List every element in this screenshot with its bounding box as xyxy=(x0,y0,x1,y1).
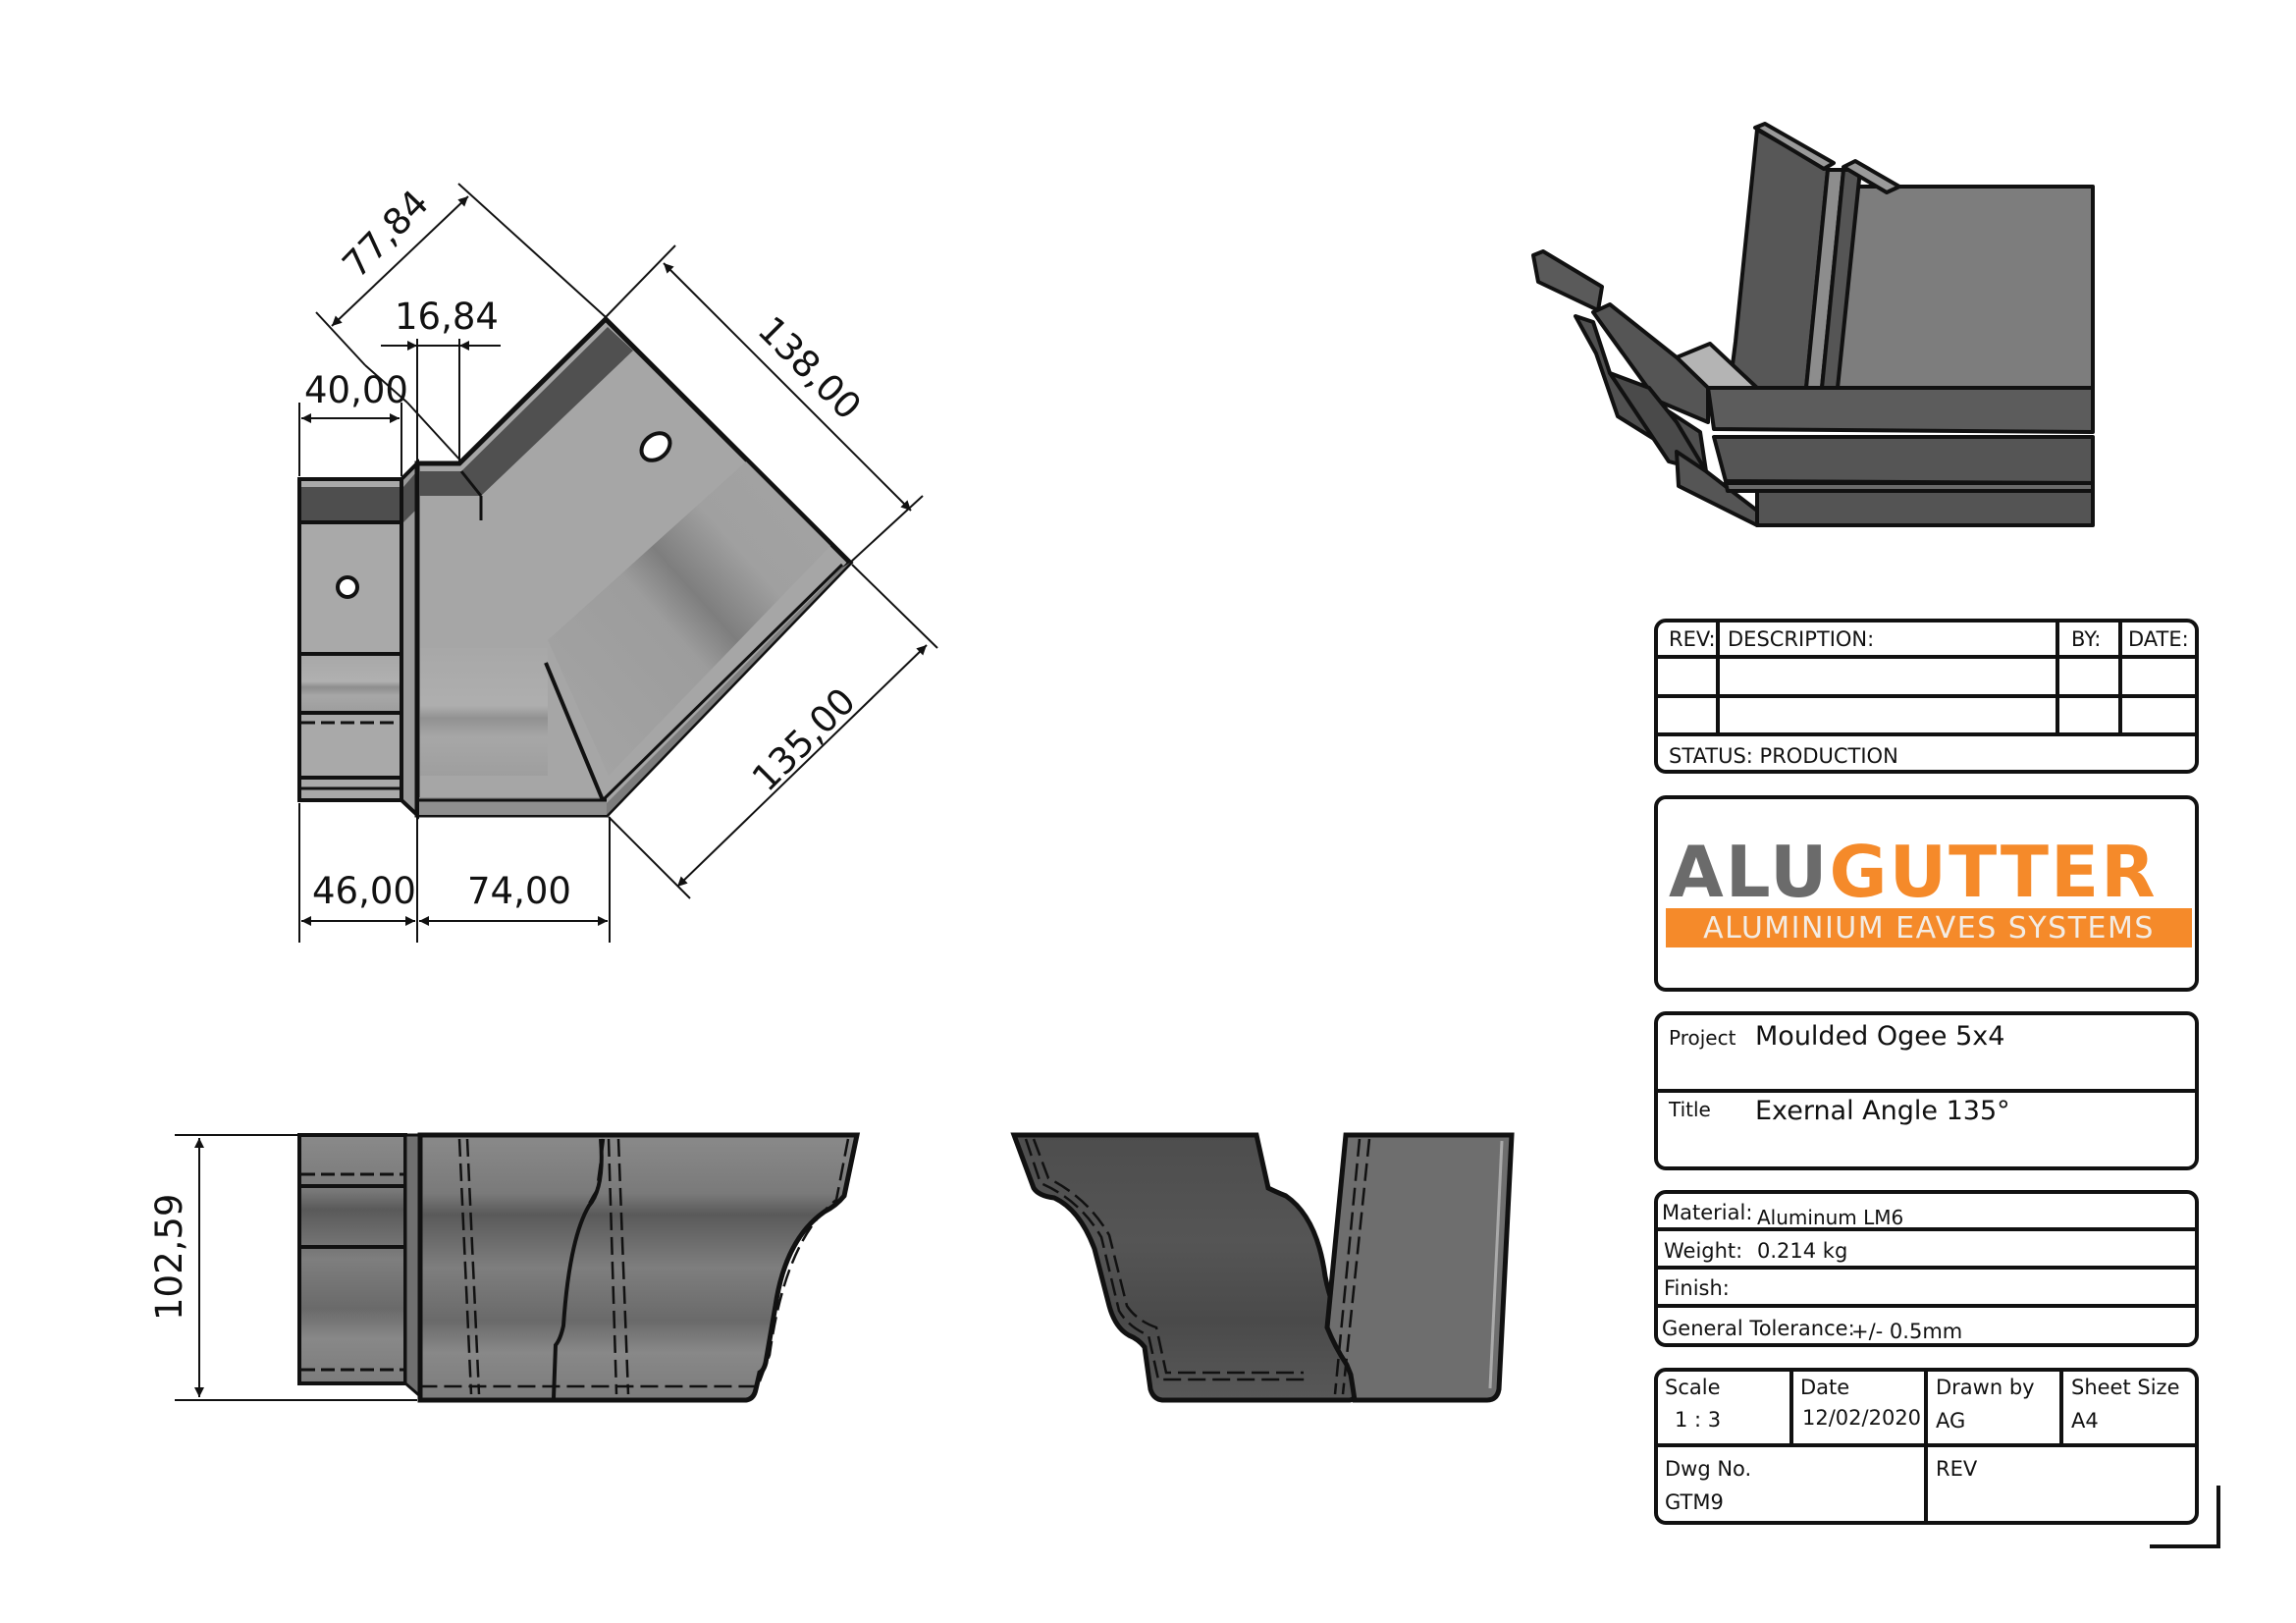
front-body xyxy=(417,1132,861,1403)
dwg-no-value: GTM9 xyxy=(1665,1490,1724,1514)
alugutter-logo: ALUGUTTER xyxy=(1669,837,2158,907)
material-value: Aluminum LM6 xyxy=(1757,1206,1904,1229)
project-value: Moulded Ogee 5x4 xyxy=(1755,1021,2005,1052)
title-value: Exernal Angle 135° xyxy=(1755,1096,2010,1126)
dim-102-59: 102,59 xyxy=(148,1194,190,1321)
tolerance-label: General Tolerance: xyxy=(1662,1317,1855,1340)
scale-value: 1 : 3 xyxy=(1675,1408,1722,1432)
status-text: STATUS: PRODUCTION xyxy=(1669,744,1898,768)
dim-46-00: 46,00 xyxy=(312,870,416,912)
title-label: Title xyxy=(1669,1098,1711,1121)
end-profile-left xyxy=(1010,1132,1360,1403)
end-elevation xyxy=(1010,1132,1515,1403)
dim-40-00: 40,00 xyxy=(304,369,408,411)
front-elevation xyxy=(297,1132,861,1403)
project-label: Project xyxy=(1669,1026,1736,1050)
height-dimension xyxy=(175,1134,417,1401)
date-header: DATE: xyxy=(2128,627,2189,651)
sheet-size-label: Sheet Size xyxy=(2071,1376,2180,1399)
description-header: DESCRIPTION: xyxy=(1728,627,1875,651)
dim-16-84: 16,84 xyxy=(395,296,499,338)
dim-77-84: 77,84 xyxy=(335,182,438,286)
tolerance-value: +/- 0.5mm xyxy=(1851,1320,1963,1343)
drawn-by-label: Drawn by xyxy=(1936,1376,2035,1399)
sheet-size-value: A4 xyxy=(2071,1409,2099,1433)
finish-label: Finish: xyxy=(1664,1276,1730,1300)
dim-74-00: 74,00 xyxy=(467,870,571,912)
plan-dimensions xyxy=(298,183,938,943)
plan-socket-dark-band xyxy=(301,487,400,522)
end-profile-right xyxy=(1324,1132,1515,1403)
logo-tagline: ALUMINIUM EAVES SYSTEMS xyxy=(1703,910,2155,946)
logo-gutter-text: GUTTER xyxy=(1829,831,2158,913)
logo-box xyxy=(1654,795,2199,992)
date-label: Date xyxy=(1800,1376,1850,1399)
plan-view xyxy=(297,315,854,820)
fixing-hole-icon xyxy=(336,575,359,599)
dwg-no-label: Dwg No. xyxy=(1665,1457,1752,1481)
date-value: 12/02/2020 xyxy=(1802,1406,1922,1430)
corner-mark xyxy=(2150,1486,2220,1548)
rev-header: REV: xyxy=(1669,627,1716,651)
material-label: Material: xyxy=(1662,1201,1753,1224)
scale-label: Scale xyxy=(1665,1376,1721,1399)
weight-value: 0.214 kg xyxy=(1757,1239,1848,1263)
weight-label: Weight: xyxy=(1664,1239,1743,1263)
by-header: BY: xyxy=(2071,627,2102,651)
isometric-view xyxy=(1531,122,2095,527)
drawn-by-value: AG xyxy=(1936,1409,1966,1433)
logo-alu-text: ALU xyxy=(1669,831,1830,913)
rev-label: REV xyxy=(1936,1457,1978,1481)
plan-socket xyxy=(297,477,403,802)
dim-135-00: 135,00 xyxy=(744,679,864,799)
logo-tagline-band: ALUMINIUM EAVES SYSTEMS xyxy=(1666,908,2192,947)
